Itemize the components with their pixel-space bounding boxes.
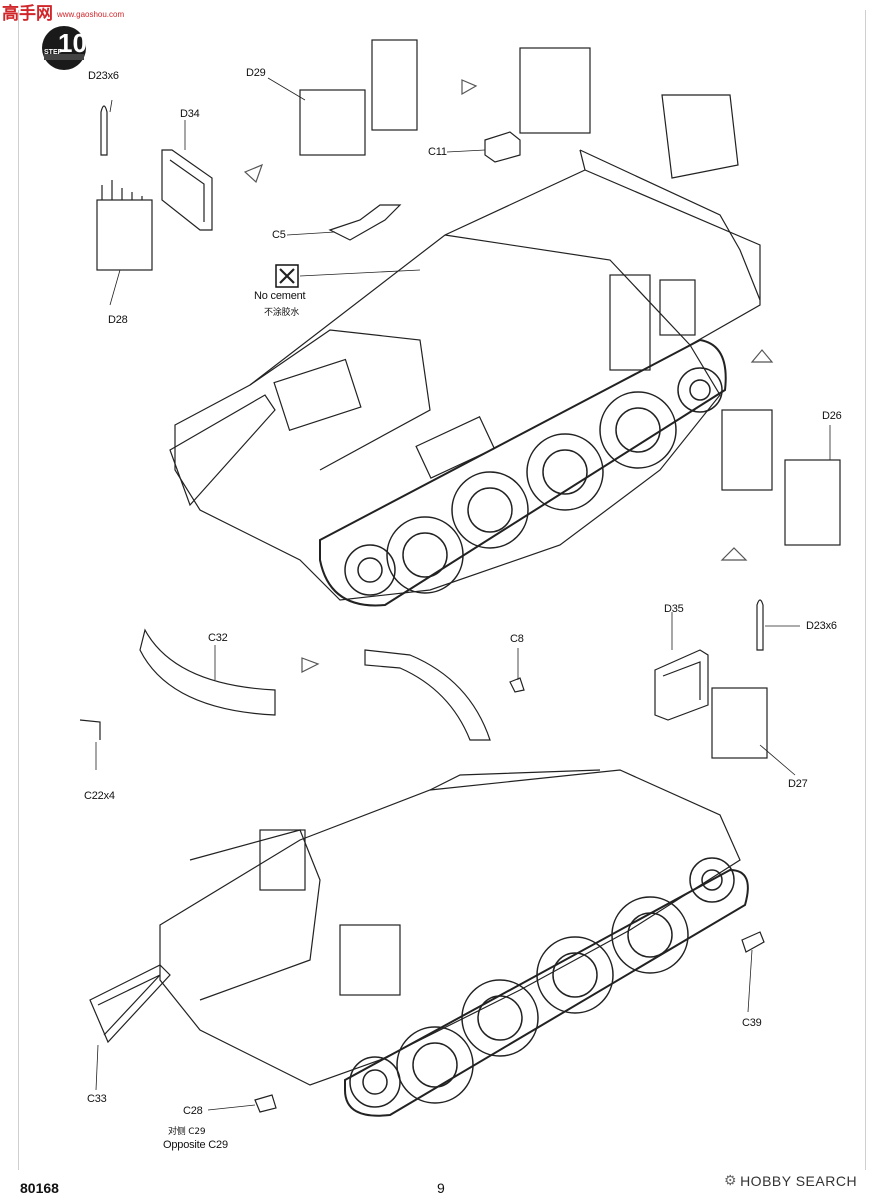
watermark-url: www.gaoshou.com bbox=[57, 10, 125, 19]
part-c11 bbox=[484, 131, 521, 163]
part-c32 bbox=[139, 628, 276, 716]
label-d27: D27 bbox=[788, 778, 808, 790]
no-cement-icon bbox=[275, 264, 299, 288]
label-d23-bottom: D23x6 bbox=[806, 620, 837, 632]
label-c11: C11 bbox=[428, 146, 447, 158]
label-d34: D34 bbox=[180, 108, 200, 120]
top-tank-wheels bbox=[344, 367, 723, 596]
part-c28 bbox=[254, 1094, 277, 1113]
leader-lines-bottom bbox=[95, 612, 800, 1111]
label-c32: C32 bbox=[208, 632, 228, 644]
watermark-text: 高手网 bbox=[2, 4, 53, 24]
bottom-tank-hull bbox=[159, 769, 741, 1086]
label-no-cement: No cement bbox=[254, 290, 306, 302]
hobby-search-logo-icon: ⚙ bbox=[724, 1172, 738, 1188]
hobby-search-text: HOBBY SEARCH bbox=[740, 1172, 858, 1189]
label-c28: C28 bbox=[183, 1105, 203, 1117]
label-c8: C8 bbox=[510, 633, 524, 645]
label-no-cement-cn: 不涂胶水 bbox=[264, 308, 300, 318]
part-top-rack-2 bbox=[661, 94, 739, 179]
part-d23-bottom bbox=[756, 599, 764, 651]
part-d29 bbox=[299, 39, 418, 156]
part-c33 bbox=[89, 964, 171, 1044]
part-d34 bbox=[161, 149, 213, 231]
label-c39: C39 bbox=[742, 1017, 762, 1029]
part-c39 bbox=[741, 931, 765, 953]
top-tank-hull bbox=[174, 149, 761, 601]
part-d26 bbox=[721, 409, 841, 546]
label-d23-top: D23x6 bbox=[88, 70, 119, 82]
label-d29: D29 bbox=[246, 67, 266, 79]
step-number: 10 bbox=[58, 28, 87, 58]
label-c33: C33 bbox=[87, 1093, 107, 1105]
label-d28: D28 bbox=[108, 314, 128, 326]
page-number: 9 bbox=[437, 1180, 445, 1196]
part-d35 bbox=[654, 649, 709, 721]
part-fender-c bbox=[364, 649, 491, 741]
part-d23-top bbox=[100, 105, 108, 156]
part-c8 bbox=[509, 677, 525, 693]
label-c29-en: Opposite C29 bbox=[163, 1139, 228, 1151]
label-d35: D35 bbox=[664, 603, 684, 615]
part-c22 bbox=[79, 719, 101, 740]
part-d28 bbox=[96, 180, 153, 271]
part-top-rack-1 bbox=[519, 47, 591, 134]
part-c5 bbox=[328, 204, 402, 241]
label-c22: C22x4 bbox=[84, 790, 115, 802]
part-d27 bbox=[711, 687, 768, 759]
arrow-icons-bottom bbox=[301, 657, 320, 673]
top-tank-tracks bbox=[169, 338, 727, 607]
step-badge-icon bbox=[42, 26, 86, 70]
label-c5: C5 bbox=[272, 229, 286, 241]
hobby-search-watermark: ⚙ HOBBY SEARCH bbox=[724, 1172, 857, 1189]
product-code: 80168 bbox=[20, 1180, 59, 1196]
bottom-tank-wheels bbox=[349, 857, 735, 1108]
arrow-icons-top bbox=[243, 79, 774, 561]
step-word: STEP bbox=[44, 49, 63, 56]
label-d26: D26 bbox=[822, 410, 842, 422]
bottom-tank-tracks bbox=[344, 868, 749, 1117]
label-c29-cn: 对侧 C29 bbox=[168, 1127, 206, 1137]
leader-lines-top bbox=[109, 77, 831, 460]
watermark: 高手网 www.gaoshou.com bbox=[2, 6, 124, 23]
page-frame bbox=[18, 10, 866, 1170]
